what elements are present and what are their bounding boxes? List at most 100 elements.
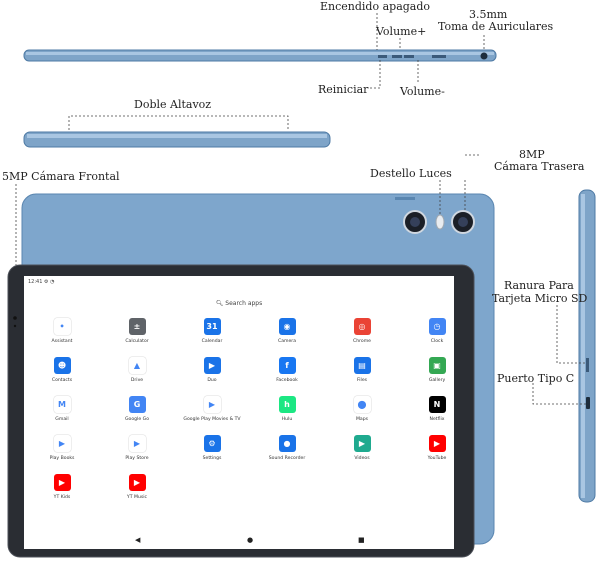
label-headphone-jack: Toma de Auriculares	[438, 20, 554, 33]
app-label: Calculator	[125, 339, 149, 344]
leader-lines	[15, 13, 586, 405]
app-yt-kids[interactable]: ▶YT Kids	[32, 474, 92, 500]
rear-camera-inner-right	[458, 217, 468, 227]
videos-icon: ▶	[353, 435, 371, 452]
micro-sd-slot	[586, 358, 589, 372]
status-bar: 12:41 ⚙ ◔	[28, 279, 54, 285]
maps-icon: ⬤	[353, 396, 371, 413]
app-label: Play Store	[125, 456, 149, 461]
app-contacts[interactable]: ☻ Contacts	[32, 357, 92, 383]
app-label: Gmail	[55, 417, 69, 422]
duo-icon: ▶	[203, 357, 221, 374]
app-play-movies[interactable]: ▶ Google Play Movies & TV	[182, 396, 242, 422]
reset-hole	[378, 55, 387, 58]
search-apps-bar[interactable]: 🔍︎ Search apps	[24, 300, 454, 307]
front-camera	[13, 316, 17, 320]
app-label: Assistant	[51, 339, 73, 344]
app-gallery[interactable]: ▣ Gallery	[407, 357, 454, 383]
app-label: Maps	[355, 417, 369, 422]
app-netflix[interactable]: N Netflix	[407, 396, 454, 422]
app-maps[interactable]: ⬤ Maps	[332, 396, 392, 422]
front-sensor	[13, 324, 17, 328]
app-yt-music[interactable]: ▶ YT Music	[107, 474, 167, 500]
app-label: Gallery	[428, 378, 446, 383]
side-speaker-highlight	[27, 134, 327, 138]
settings-icon: ⚙	[203, 435, 221, 452]
app-label: Netflix	[429, 417, 445, 422]
app-camera[interactable]: ◉ Camera	[257, 318, 317, 344]
app-label: Hulu	[281, 417, 293, 422]
recents-button[interactable]: ■	[358, 536, 365, 544]
label-reset: Reiniciar	[318, 83, 369, 96]
back-button[interactable]: ◀	[135, 536, 141, 544]
label-volume-down: Volume-	[400, 85, 445, 98]
app-label: Sound Recorder	[268, 456, 306, 461]
back-button-ridge	[395, 197, 415, 200]
yt-kids-icon: ▶	[53, 474, 71, 491]
tablet-screen: 12:41 ⚙ ◔ 🔍︎ Search apps • Assistant ± Calc…	[24, 276, 454, 549]
app-settings[interactable]: ⚙Settings	[182, 435, 242, 461]
gallery-icon: ▣	[428, 357, 446, 374]
app-label: Videos	[354, 456, 370, 461]
app-youtube[interactable]: ▶YouTube	[407, 435, 454, 461]
app-label: Chrome	[352, 339, 372, 344]
rear-camera-inner-left	[410, 217, 420, 227]
usb-c-port	[586, 397, 590, 409]
app-duo[interactable]: ▶ Duo	[182, 357, 242, 383]
calculator-icon: ±	[128, 318, 146, 335]
app-label: Play Books	[49, 456, 75, 461]
netflix-icon: N	[428, 396, 446, 413]
app-label: YouTube	[427, 456, 447, 461]
app-google-go[interactable]: G Google Go	[107, 396, 167, 422]
label-volume-up: Volume+	[376, 25, 427, 38]
app-play-books[interactable]: ▶ Play Books	[32, 435, 92, 461]
tablet-side-top	[23, 49, 497, 62]
camera-icon: ◉	[278, 318, 296, 335]
label-rear-camera-mp: 8MP	[519, 148, 545, 161]
play-books-icon: ▶	[53, 435, 71, 452]
yt-music-icon: ▶	[128, 474, 146, 491]
label-usb-port: Puerto Tipo C	[497, 372, 575, 385]
headphone-jack	[480, 52, 488, 60]
app-label: Files	[356, 378, 368, 383]
home-button[interactable]: ●	[247, 536, 254, 544]
flash-light	[435, 214, 445, 230]
app-label: Drive	[130, 378, 144, 383]
calendar-icon: 31	[203, 318, 221, 335]
app-drive[interactable]: ▲Drive	[107, 357, 167, 383]
clock-icon: ◷	[428, 318, 446, 335]
chrome-icon: ◎	[353, 318, 371, 335]
app-calculator[interactable]: ± Calculator	[107, 318, 167, 344]
app-clock[interactable]: ◷ Clock	[407, 318, 454, 344]
app-label: Camera	[277, 339, 297, 344]
status-time: 12:41	[28, 279, 43, 285]
app-label: Calendar	[201, 339, 223, 344]
app-play-store[interactable]: ▶ Play Store	[107, 435, 167, 461]
app-chrome[interactable]: ◎ Chrome	[332, 318, 392, 344]
app-assistant[interactable]: • Assistant	[32, 318, 92, 344]
app-videos[interactable]: ▶ Videos	[332, 435, 392, 461]
contacts-icon: ☻	[53, 357, 71, 374]
app-label: Duo	[207, 378, 217, 383]
app-label: YT Music	[126, 495, 148, 500]
volume-down-button	[404, 55, 414, 58]
google-go-icon: G	[128, 396, 146, 413]
play-store-icon: ▶	[128, 435, 146, 452]
files-icon: ▤	[353, 357, 371, 374]
navigation-bar: ◀ ● ■	[24, 536, 454, 548]
settings-status-icon: ⚙ ◔	[44, 279, 55, 285]
search-icon: 🔍︎	[215, 300, 224, 307]
app-files[interactable]: ▤ Files	[332, 357, 392, 383]
app-label: Google Go	[124, 417, 150, 422]
app-label: Google Play Movies & TV	[183, 417, 241, 422]
play-movies-icon: ▶	[203, 396, 221, 413]
app-sound-recorder[interactable]: ●Sound Recorder	[257, 435, 317, 461]
app-label: Clock	[430, 339, 444, 344]
app-label: Contacts	[51, 378, 73, 383]
assistant-icon: •	[53, 318, 71, 335]
label-sd-slot-1: Ranura Para	[504, 279, 574, 292]
